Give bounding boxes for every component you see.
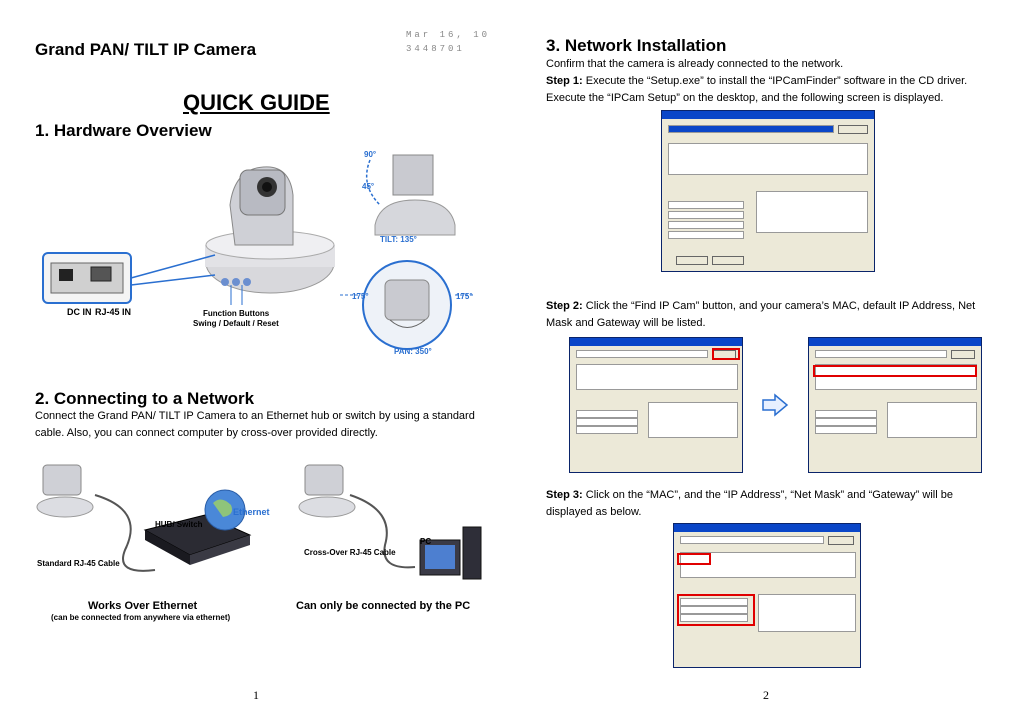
step1-paragraph: Step 1: Execute the “Setup.exe” to insta… [546, 73, 976, 107]
ipcam-finder-window-step2a [569, 337, 743, 473]
hub-switch-label: HUB/ Switch [155, 520, 203, 529]
tilt-90-label: 90° [364, 150, 377, 159]
section-connecting-network: 2. Connecting to a Network [35, 389, 255, 408]
ipcam-finder-window-step1 [661, 110, 875, 272]
camera-right-illustration [304, 464, 344, 496]
pc-only-caption: Can only be connected by the PC [296, 600, 471, 612]
doc-number: 3448701 [406, 44, 465, 54]
step2-text: Click the “Find IP Cam” button, and your… [546, 300, 976, 329]
step2-paragraph: Step 2: Click the “Find IP Cam” button, … [546, 298, 976, 332]
cross-over-cable-label: Cross-Over RJ-45 Cable [304, 548, 396, 557]
function-buttons-sub: Swing / Default / Reset [193, 319, 279, 328]
section2-paragraph: Connect the Grand PAN/ TILT IP Camera to… [35, 410, 475, 439]
doc-title: Grand PAN/ TILT IP Camera [35, 40, 257, 59]
pan-right-label: 175° [456, 292, 473, 301]
quick-guide-heading: QUICK GUIDE [183, 90, 330, 115]
step2-label: Step 2: [546, 300, 583, 312]
tilt-range-label: TILT: 135° [380, 235, 417, 244]
camera-left-illustration [42, 464, 82, 496]
dc-in-label: DC IN [67, 307, 92, 317]
camera-tilt-illustration [365, 154, 456, 236]
pc-tower-illustration [462, 526, 482, 580]
works-over-ethernet-caption: Works Over Ethernet [88, 600, 198, 612]
ip-fields-highlight [677, 594, 755, 626]
standard-cable-label: Standard RJ-45 Cable [37, 559, 120, 568]
step1-text: Execute the “Setup.exe” to install the “… [546, 75, 968, 104]
right-arrow-icon [762, 393, 789, 417]
function-buttons-label: Function Buttons [203, 309, 270, 318]
pc-label: PC [420, 537, 432, 546]
page-number-right: 2 [763, 688, 769, 702]
ipcam-finder-window-step3 [673, 523, 861, 668]
camera-front-illustration [205, 166, 335, 294]
section-hardware-overview: 1. Hardware Overview [35, 121, 212, 140]
step3-label: Step 3: [546, 489, 583, 501]
ethernet-label: Ethernet [233, 507, 270, 517]
find-ip-cam-highlight [712, 348, 740, 360]
step1-label: Step 1: [546, 75, 583, 87]
pan-left-label: 175° [352, 292, 369, 301]
works-over-ethernet-sub: (can be connected from anywhere via ethe… [51, 613, 231, 622]
doc-date: Mar 16, 10 [406, 30, 491, 40]
step3-paragraph: Step 3: Click on the “MAC”, and the “IP … [546, 487, 976, 521]
ipcam-finder-window-step2b [808, 337, 982, 473]
hardware-overview-figure [42, 154, 475, 350]
pan-range-label: PAN: 350° [394, 347, 432, 356]
page-number-left: 1 [253, 688, 259, 702]
intro-paragraph: Confirm that the camera is already conne… [546, 58, 844, 70]
rj45-in-label: RJ-45 IN [95, 307, 132, 317]
camera-list-highlight [813, 365, 977, 377]
mac-entry-highlight [677, 553, 711, 565]
camera-pan-illustration [340, 260, 475, 350]
connection-figure [36, 464, 482, 580]
section-network-installation: 3. Network Installation [546, 36, 727, 55]
step3-text: Click on the “MAC”, and the “IP Address”… [546, 489, 953, 518]
tilt-45-label: 45° [362, 182, 375, 191]
